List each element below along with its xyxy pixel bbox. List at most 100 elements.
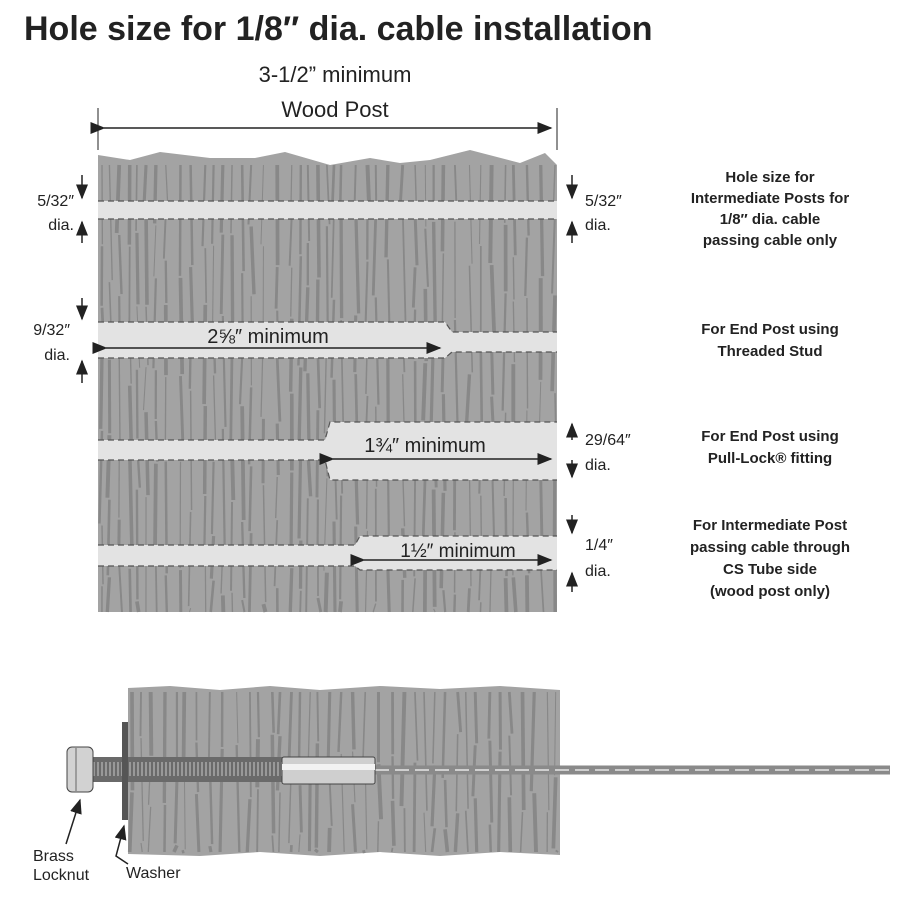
row-1-right-dia: dia. (585, 217, 611, 234)
grain-line (188, 607, 192, 613)
grain-line (413, 214, 419, 266)
note-row-2-line-2: Threaded Stud (717, 343, 822, 360)
grain-line (153, 225, 157, 277)
grain-line (316, 164, 321, 278)
grain-line (172, 844, 179, 853)
page-title: Hole size for 1/8″ dia. cable installati… (24, 10, 652, 48)
hole-row-1 (98, 201, 557, 219)
swage-tube (281, 756, 376, 785)
note-row-1-line-3: 1/8″ dia. cable (720, 211, 821, 228)
grain-line (194, 793, 201, 853)
grain-line (350, 691, 356, 750)
grain-line (230, 164, 233, 234)
grain-line (512, 257, 515, 300)
grain-line (307, 691, 311, 767)
washer-pointer (114, 824, 129, 865)
grain-line (331, 164, 336, 207)
grain-line (507, 797, 513, 853)
grain-line (432, 691, 436, 764)
grain-line (135, 601, 141, 613)
locknut-label-1: Brass (33, 848, 74, 865)
grain-line (118, 234, 123, 295)
grain-line (466, 588, 471, 613)
grain-line (468, 265, 474, 373)
grain-line (219, 164, 225, 233)
grain-line (147, 806, 152, 853)
grain-line (526, 297, 529, 409)
grain-line (508, 735, 513, 796)
grain-line (144, 208, 149, 305)
grain-line (256, 789, 259, 853)
grain-line (148, 691, 154, 756)
grain-line (275, 477, 278, 519)
grain-line (327, 827, 332, 853)
grain-line (127, 792, 134, 853)
grain-line (364, 261, 369, 332)
grain-line (162, 691, 167, 803)
grain-line (105, 577, 112, 613)
grain-line (288, 568, 294, 613)
grain-line (154, 564, 158, 613)
grain-line (220, 595, 226, 613)
grain-line (178, 164, 182, 276)
grain-line (323, 572, 329, 613)
grain-line (135, 232, 140, 305)
grain-line (127, 385, 134, 448)
grain-line (431, 221, 437, 327)
grain-line (330, 208, 335, 298)
washer-label: Washer (126, 865, 181, 882)
grain-line (162, 213, 167, 259)
grain-line (423, 691, 428, 811)
grain-line (241, 599, 246, 613)
note-row-4-line-2: passing cable through (690, 539, 850, 556)
grain-line (248, 466, 253, 532)
note-row-3-line-1: For End Post using (701, 428, 839, 445)
row-4-right-dia: dia. (585, 563, 611, 580)
grain-line (351, 804, 357, 853)
grain-line (210, 461, 215, 535)
grain-line (354, 207, 361, 314)
grain-line (332, 521, 337, 613)
grain-line (204, 248, 208, 303)
grain-line (207, 691, 211, 761)
grain-line (238, 357, 244, 405)
grain-line (316, 691, 320, 742)
grain-line (511, 577, 518, 613)
note-row-1-line-4: passing cable only (703, 232, 838, 249)
grain-line (219, 234, 225, 314)
grain-line (554, 691, 557, 776)
grain-line (520, 691, 526, 811)
grain-line (140, 738, 144, 842)
grain-line (108, 164, 113, 281)
row-1-left-dia: dia. (48, 217, 74, 234)
locknut-pointer (65, 798, 82, 845)
grain-line (456, 691, 463, 733)
grain-line (249, 226, 256, 295)
grain-line (464, 691, 469, 809)
grain-line (414, 691, 419, 761)
grain-line (391, 756, 395, 799)
grain-line (298, 834, 301, 853)
grain-line (453, 813, 460, 853)
note-row-2-line-1: For End Post using (701, 321, 839, 338)
grain-line (473, 691, 479, 744)
grain-line (118, 565, 123, 613)
grain-line (529, 691, 536, 792)
grain-line (503, 578, 509, 613)
grain-line (490, 345, 495, 395)
notes: Hole size for Intermediate Posts for 1/8… (690, 169, 850, 600)
grain-line (290, 267, 293, 317)
note-row-4-line-4: (wood post only) (710, 583, 830, 600)
depth-row-4: 1½″ minimum (400, 541, 515, 562)
grain-line (524, 237, 529, 297)
grain-line (398, 164, 405, 206)
grain-line (421, 363, 428, 421)
grain-line (274, 267, 279, 309)
grain-line (473, 798, 479, 853)
grain-line (140, 842, 143, 853)
grain-line (464, 810, 469, 853)
grain-line (276, 691, 282, 735)
grain-line (313, 848, 319, 854)
note-row-4-line-1: For Intermediate Post (693, 517, 847, 534)
grain-line (362, 691, 367, 764)
